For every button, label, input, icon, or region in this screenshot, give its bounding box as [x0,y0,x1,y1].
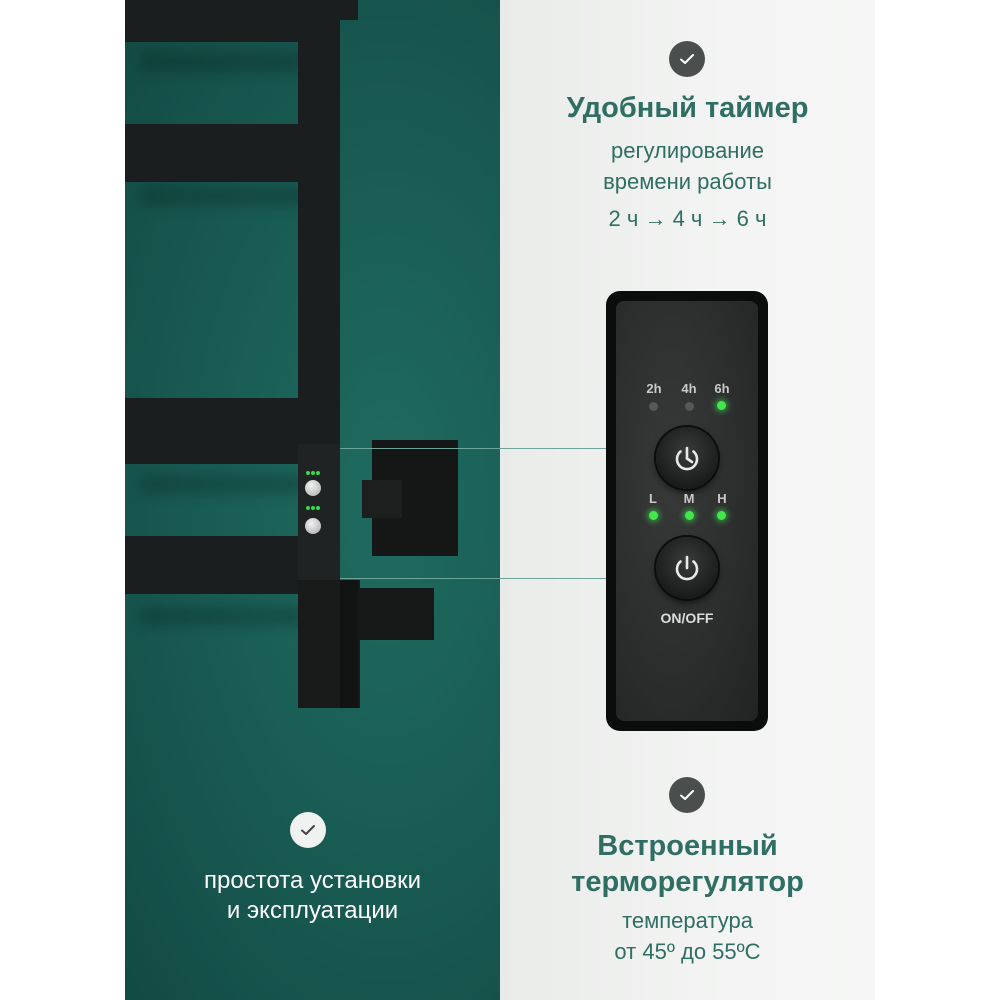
thermostat-desc-line1: температура [622,908,753,933]
thermostat-desc-line2: от 45º до 55ºС [614,939,761,964]
mode-label-m: M [683,491,695,506]
timer-sequence: 2 ч → 4 ч → 6 ч [608,206,767,231]
timer-button[interactable] [656,427,718,489]
install-line2: и эксплуатации [226,897,399,924]
power-button[interactable] [656,537,718,599]
mode-led-l [649,511,658,520]
power-icon [675,555,699,581]
timer-led-2h [649,402,658,411]
mode-label-l: L [649,491,657,506]
check-circle-icon [290,812,326,848]
timer-led-4h [685,402,694,411]
timer-power-icon [675,446,699,471]
connector-line-top [340,448,608,449]
right-margin [875,0,1000,1000]
timer-title: Удобный таймер [566,92,809,124]
timer-led-6h [717,401,726,410]
mode-led-h [717,511,726,520]
mode-label-h: H [717,491,727,506]
timer-label-6h: 6h [714,381,730,396]
timer-desc-line2: времени работы [603,169,772,194]
thermostat-title-line2: терморегулятор [571,866,804,898]
install-line1: простота установки [203,867,422,894]
connector-line-bottom [340,578,608,579]
check-circle-icon [669,41,705,77]
timer-label-4h: 4h [681,381,697,396]
mode-led-m [685,511,694,520]
check-circle-icon [669,777,705,813]
power-label: ON/OFF [660,610,714,626]
timer-desc-line1: регулирование [611,138,764,163]
timer-label-2h: 2h [646,381,662,396]
left-margin [0,0,125,1000]
thermostat-title-line1: Встроенный [597,830,778,862]
